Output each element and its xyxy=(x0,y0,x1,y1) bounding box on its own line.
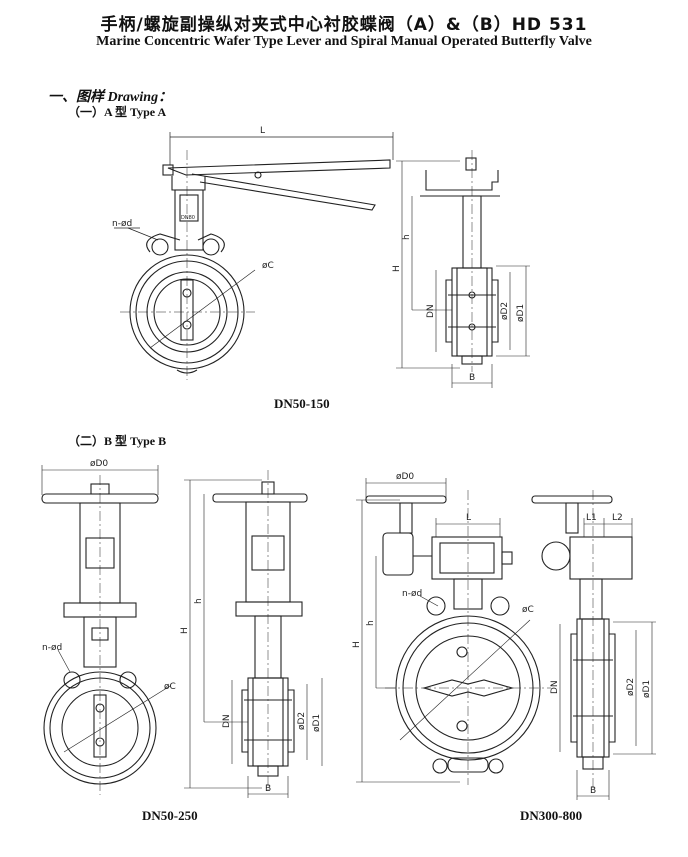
dim-label-D2-b-large: øD2 xyxy=(626,678,636,696)
page-title-chinese: 手柄/螺旋副操纵对夹式中心衬胶蝶阀（A）&（B）HD 531 xyxy=(100,15,588,35)
type-b-large-side-view xyxy=(531,490,656,800)
dim-label-L: L xyxy=(260,126,265,136)
dim-label-H-b-large: H xyxy=(352,641,362,648)
dim-label-D0-b-small: øD0 xyxy=(90,459,108,469)
dim-label-D2-a: øD2 xyxy=(500,302,510,320)
type-a-nameplate xyxy=(179,194,199,222)
section-heading-drawing: 一、图样 Drawing： xyxy=(48,90,173,105)
dim-label-L1: L1 xyxy=(586,513,597,523)
page-title-english: Marine Concentric Wafer Type Lever and S… xyxy=(96,34,592,49)
dim-label-nd-b-large: n-ød xyxy=(402,589,422,599)
dim-label-B-a: B xyxy=(469,373,475,383)
dim-label-DN-a: DN xyxy=(426,304,436,318)
type-b-caption-small: DN50-250 xyxy=(142,808,198,823)
dim-label-C-b-large: øC xyxy=(522,605,534,615)
dim-label-C-a: øC xyxy=(262,261,274,271)
dim-label-C-b-small: øC xyxy=(164,682,176,692)
dim-label-D1-b-small: øD1 xyxy=(312,714,322,732)
dim-label-h-b-small: h xyxy=(194,598,204,604)
dim-label-nd-b-small: n-ød xyxy=(42,643,62,653)
type-b-heading: （二）B 型 Type B xyxy=(68,434,167,448)
type-b-small-side-view xyxy=(184,470,323,798)
dim-label-DN-b-small: DN xyxy=(222,714,232,728)
dim-label-D1-b-large: øD1 xyxy=(642,680,652,698)
type-b-large-front-view xyxy=(356,478,551,785)
dim-label-H-a: H xyxy=(392,265,402,272)
dim-label-DN-b-large: DN xyxy=(550,680,560,694)
type-a-front-view xyxy=(114,132,394,380)
type-a-plate-text: DN80 xyxy=(181,215,195,221)
type-b-caption-large: DN300-800 xyxy=(520,808,583,823)
dim-label-h-a: h xyxy=(402,234,412,240)
dim-label-B-b-large: B xyxy=(590,786,596,796)
dim-label-nd-a: n-ød xyxy=(112,219,132,229)
dim-label-H-b-small: H xyxy=(180,627,190,634)
type-a-side-view xyxy=(396,150,530,388)
type-b-small-front-view xyxy=(41,465,171,795)
dim-label-L-b-large: L xyxy=(466,513,471,523)
dim-label-L2: L2 xyxy=(612,513,623,523)
dim-label-D0-b-large: øD0 xyxy=(396,472,414,482)
type-a-caption: DN50-150 xyxy=(274,396,330,411)
dim-label-B-b-small: B xyxy=(265,784,271,794)
type-a-heading: （一）A 型 Type A xyxy=(68,105,167,119)
dim-label-h-b-large: h xyxy=(366,620,376,626)
dim-label-D2-b-small: øD2 xyxy=(297,712,307,730)
dim-label-D1-a: øD1 xyxy=(516,304,526,322)
